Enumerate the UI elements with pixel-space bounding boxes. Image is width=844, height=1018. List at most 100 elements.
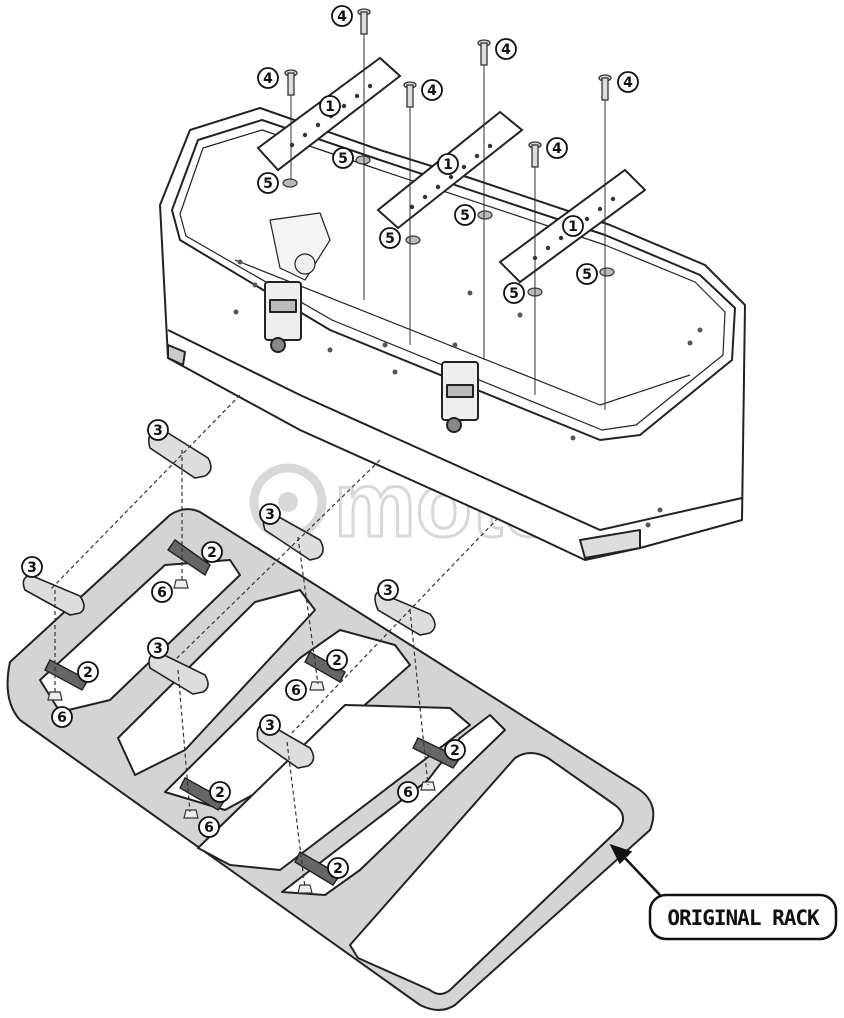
bolt-icon <box>477 39 491 66</box>
callout-circle <box>331 5 353 27</box>
case-rim <box>171 119 736 441</box>
front-latch-left <box>264 281 302 353</box>
callout-number: 4 <box>337 9 347 25</box>
callout-number: 2 <box>83 665 93 681</box>
u-bracket-icon <box>44 659 89 691</box>
callout-circle <box>503 282 525 304</box>
nuts <box>47 579 436 894</box>
callout-5: 5 <box>332 147 354 169</box>
top-case <box>159 107 746 561</box>
rack-opening <box>197 704 471 871</box>
callout-number: 2 <box>207 545 217 561</box>
callout-circle <box>327 857 349 879</box>
callout-number: 6 <box>204 820 214 836</box>
front-latch-right <box>441 361 479 433</box>
washer-icon <box>282 178 298 188</box>
rack-label: ORIGINAL RACK <box>648 893 838 941</box>
callout-number: 3 <box>383 583 393 599</box>
callout-circle <box>198 816 220 838</box>
callout-4: 4 <box>257 67 279 89</box>
callout-circle <box>201 541 223 563</box>
case-lower-edge <box>167 329 743 531</box>
callout-number: 1 <box>325 99 335 115</box>
callout-number: 5 <box>460 208 470 224</box>
corner-trim-right <box>579 529 641 559</box>
callout-circle <box>437 153 459 175</box>
callout-number: 3 <box>265 718 275 734</box>
nut-icon <box>297 884 313 894</box>
callout-3: 3 <box>259 503 281 525</box>
bolts <box>284 8 612 168</box>
arrow-head-icon <box>609 843 633 865</box>
callout-6: 6 <box>397 781 419 803</box>
callout-3: 3 <box>377 579 399 601</box>
callout-circle <box>454 204 476 226</box>
callout-5: 5 <box>503 282 525 304</box>
callout-number: 4 <box>427 83 437 99</box>
u-bracket-icon <box>294 851 342 886</box>
washer-icon <box>355 155 371 165</box>
callout-number: 4 <box>623 75 633 91</box>
callout-5: 5 <box>576 263 598 285</box>
nut-icon <box>420 781 436 791</box>
callout-6: 6 <box>151 581 173 603</box>
callout-6: 6 <box>198 816 220 838</box>
callout-4: 4 <box>617 71 639 93</box>
callout-number: 2 <box>215 785 225 801</box>
callout-4: 4 <box>421 79 443 101</box>
callout-circle <box>257 67 279 89</box>
callout-number: 4 <box>552 141 562 157</box>
callout-circle <box>151 581 173 603</box>
callout-3: 3 <box>21 556 43 578</box>
bolt-icon <box>357 8 371 35</box>
callout-number: 2 <box>332 653 342 669</box>
callout-number: 3 <box>153 423 163 439</box>
callout-2: 2 <box>77 661 99 683</box>
case-inner-rim <box>179 129 726 431</box>
callout-4: 4 <box>331 5 353 27</box>
callout-4: 4 <box>546 137 568 159</box>
nut-icon <box>47 691 63 701</box>
callout-number: 3 <box>265 507 275 523</box>
callout-1: 1 <box>562 215 584 237</box>
callout-3: 3 <box>147 419 169 441</box>
callout-circle <box>209 781 231 803</box>
callout-circle <box>495 38 517 60</box>
callout-number: 1 <box>568 219 578 235</box>
bolt-icon <box>598 74 612 101</box>
washer-icon <box>405 235 421 245</box>
callout-number: 3 <box>153 641 163 657</box>
callout-5: 5 <box>379 227 401 249</box>
callout-number: 5 <box>509 286 519 302</box>
corner-trim-left <box>167 344 186 366</box>
callout-circle <box>319 95 341 117</box>
callout-3: 3 <box>259 714 281 736</box>
callout-number: 4 <box>501 42 511 58</box>
callout-number: 3 <box>27 560 37 576</box>
nut-icon <box>309 681 325 691</box>
callout-6: 6 <box>285 679 307 701</box>
clamp-plate-icon <box>374 591 436 636</box>
callout-number: 2 <box>333 861 343 877</box>
callout-circle <box>332 147 354 169</box>
callout-circle <box>576 263 598 285</box>
callout-number: 6 <box>57 710 67 726</box>
rack-pointer <box>609 843 661 896</box>
callout-circle <box>562 215 584 237</box>
callout-2: 2 <box>326 649 348 671</box>
u-brackets <box>44 539 462 886</box>
bolt-icon <box>403 81 417 108</box>
clamp-plate-icon <box>22 574 85 616</box>
callout-circle <box>259 714 281 736</box>
callout-circle <box>147 637 169 659</box>
nut-icon <box>173 579 189 589</box>
callout-number: 2 <box>450 743 460 759</box>
callout-circle <box>21 556 43 578</box>
bolt-axis-lines <box>290 34 606 410</box>
callout-2: 2 <box>444 739 466 761</box>
callout-circle <box>51 706 73 728</box>
washer-icon <box>477 210 493 220</box>
callout-circle <box>617 71 639 93</box>
